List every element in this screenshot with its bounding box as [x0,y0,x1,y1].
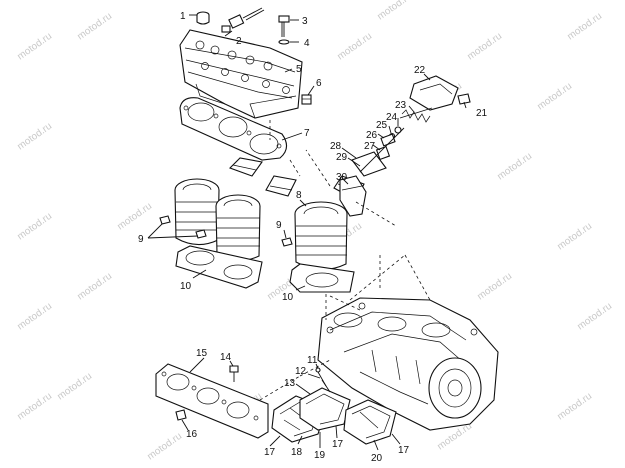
assembly-dashed-lines [259,120,431,401]
crankcase-part [317,297,499,431]
callout-2: 2 [236,36,242,47]
sensor-part [221,7,265,33]
reed-valve-right-part [343,399,397,445]
callout-24: 24 [386,112,398,123]
watermark-text: motod.ru [335,31,374,63]
callout-10-left: 10 [180,281,192,292]
small-nut-part [175,409,187,421]
callout-27: 27 [364,141,376,152]
callout-4: 4 [304,38,310,49]
intake-gasket-part [155,363,269,439]
callout-26: 26 [366,130,378,141]
watermark-text: motod.ru [555,391,594,423]
base-gasket-left-part [175,245,263,289]
watermark-text: motod.ru [15,391,54,423]
twin-cylinder-block-part [159,157,297,262]
watermark-text: motod.ru [15,211,54,243]
callout-5: 5 [296,64,302,75]
cylinder-head-cover-part [179,29,303,119]
callout-20: 20 [371,453,383,464]
callout-17-right: 17 [398,445,410,456]
callout-19: 19 [314,450,326,461]
callout-labels: 1 2 3 4 5 6 7 8 9 9 10 10 11 12 13 14 15… [138,11,488,464]
callout-25: 25 [376,120,388,131]
watermark-text: motod.ru [15,301,54,333]
callout-9-right: 9 [276,220,282,231]
callout-17-left: 17 [264,447,276,458]
watermark-text: motod.ru [55,371,94,403]
watermark-text: motod.ru [555,221,594,253]
single-cylinder-part [281,175,365,271]
callout-3: 3 [302,16,308,27]
head-bolt-part [278,15,290,45]
cap-part [196,11,210,25]
watermark-text: motod.ru [495,151,534,183]
callout-17-middle: 17 [332,439,344,450]
watermark-text: motod.ru [115,201,154,233]
watermark-text: motod.ru [575,301,614,333]
valve-linkage-part [339,75,471,217]
callout-14: 14 [220,352,232,363]
callout-21: 21 [476,108,488,119]
watermark-text: motod.ru [465,31,504,63]
callout-10-right: 10 [282,292,294,303]
watermark-text: motod.ru [145,431,184,463]
callout-7: 7 [304,128,310,139]
callout-16: 16 [186,429,198,440]
watermark-text: motod.ru [75,11,114,43]
base-gasket-right-part [289,263,355,293]
stud-bolt-part [229,365,239,382]
callout-11: 11 [307,355,318,366]
watermark-text: motod.ru [75,271,114,303]
callout-15: 15 [196,348,208,359]
callout-13: 13 [284,378,296,389]
callout-28: 28 [330,141,342,152]
nut-part [301,94,312,105]
callout-30: 30 [336,172,348,183]
watermark-text: motod.ru [375,0,414,22]
head-gasket-part [179,97,288,161]
watermark-text: motod.ru [15,31,54,63]
reed-stud-parts [315,367,331,393]
watermark-text: motod.ru [15,121,54,153]
callout-9-left: 9 [138,234,144,245]
callout-8: 8 [296,190,302,201]
watermark-text: motod.ru [535,81,574,113]
callout-12: 12 [295,366,307,377]
callout-1: 1 [180,11,186,22]
reed-valve-middle-part [299,387,351,431]
callout-29: 29 [336,152,348,163]
watermark-text: motod.ru [565,11,604,43]
watermark-text: motod.ru [475,271,514,303]
callout-22: 22 [414,65,426,76]
leader-lines [147,14,467,451]
callout-23: 23 [395,100,407,111]
callout-18: 18 [291,447,303,458]
callout-6: 6 [316,78,322,89]
